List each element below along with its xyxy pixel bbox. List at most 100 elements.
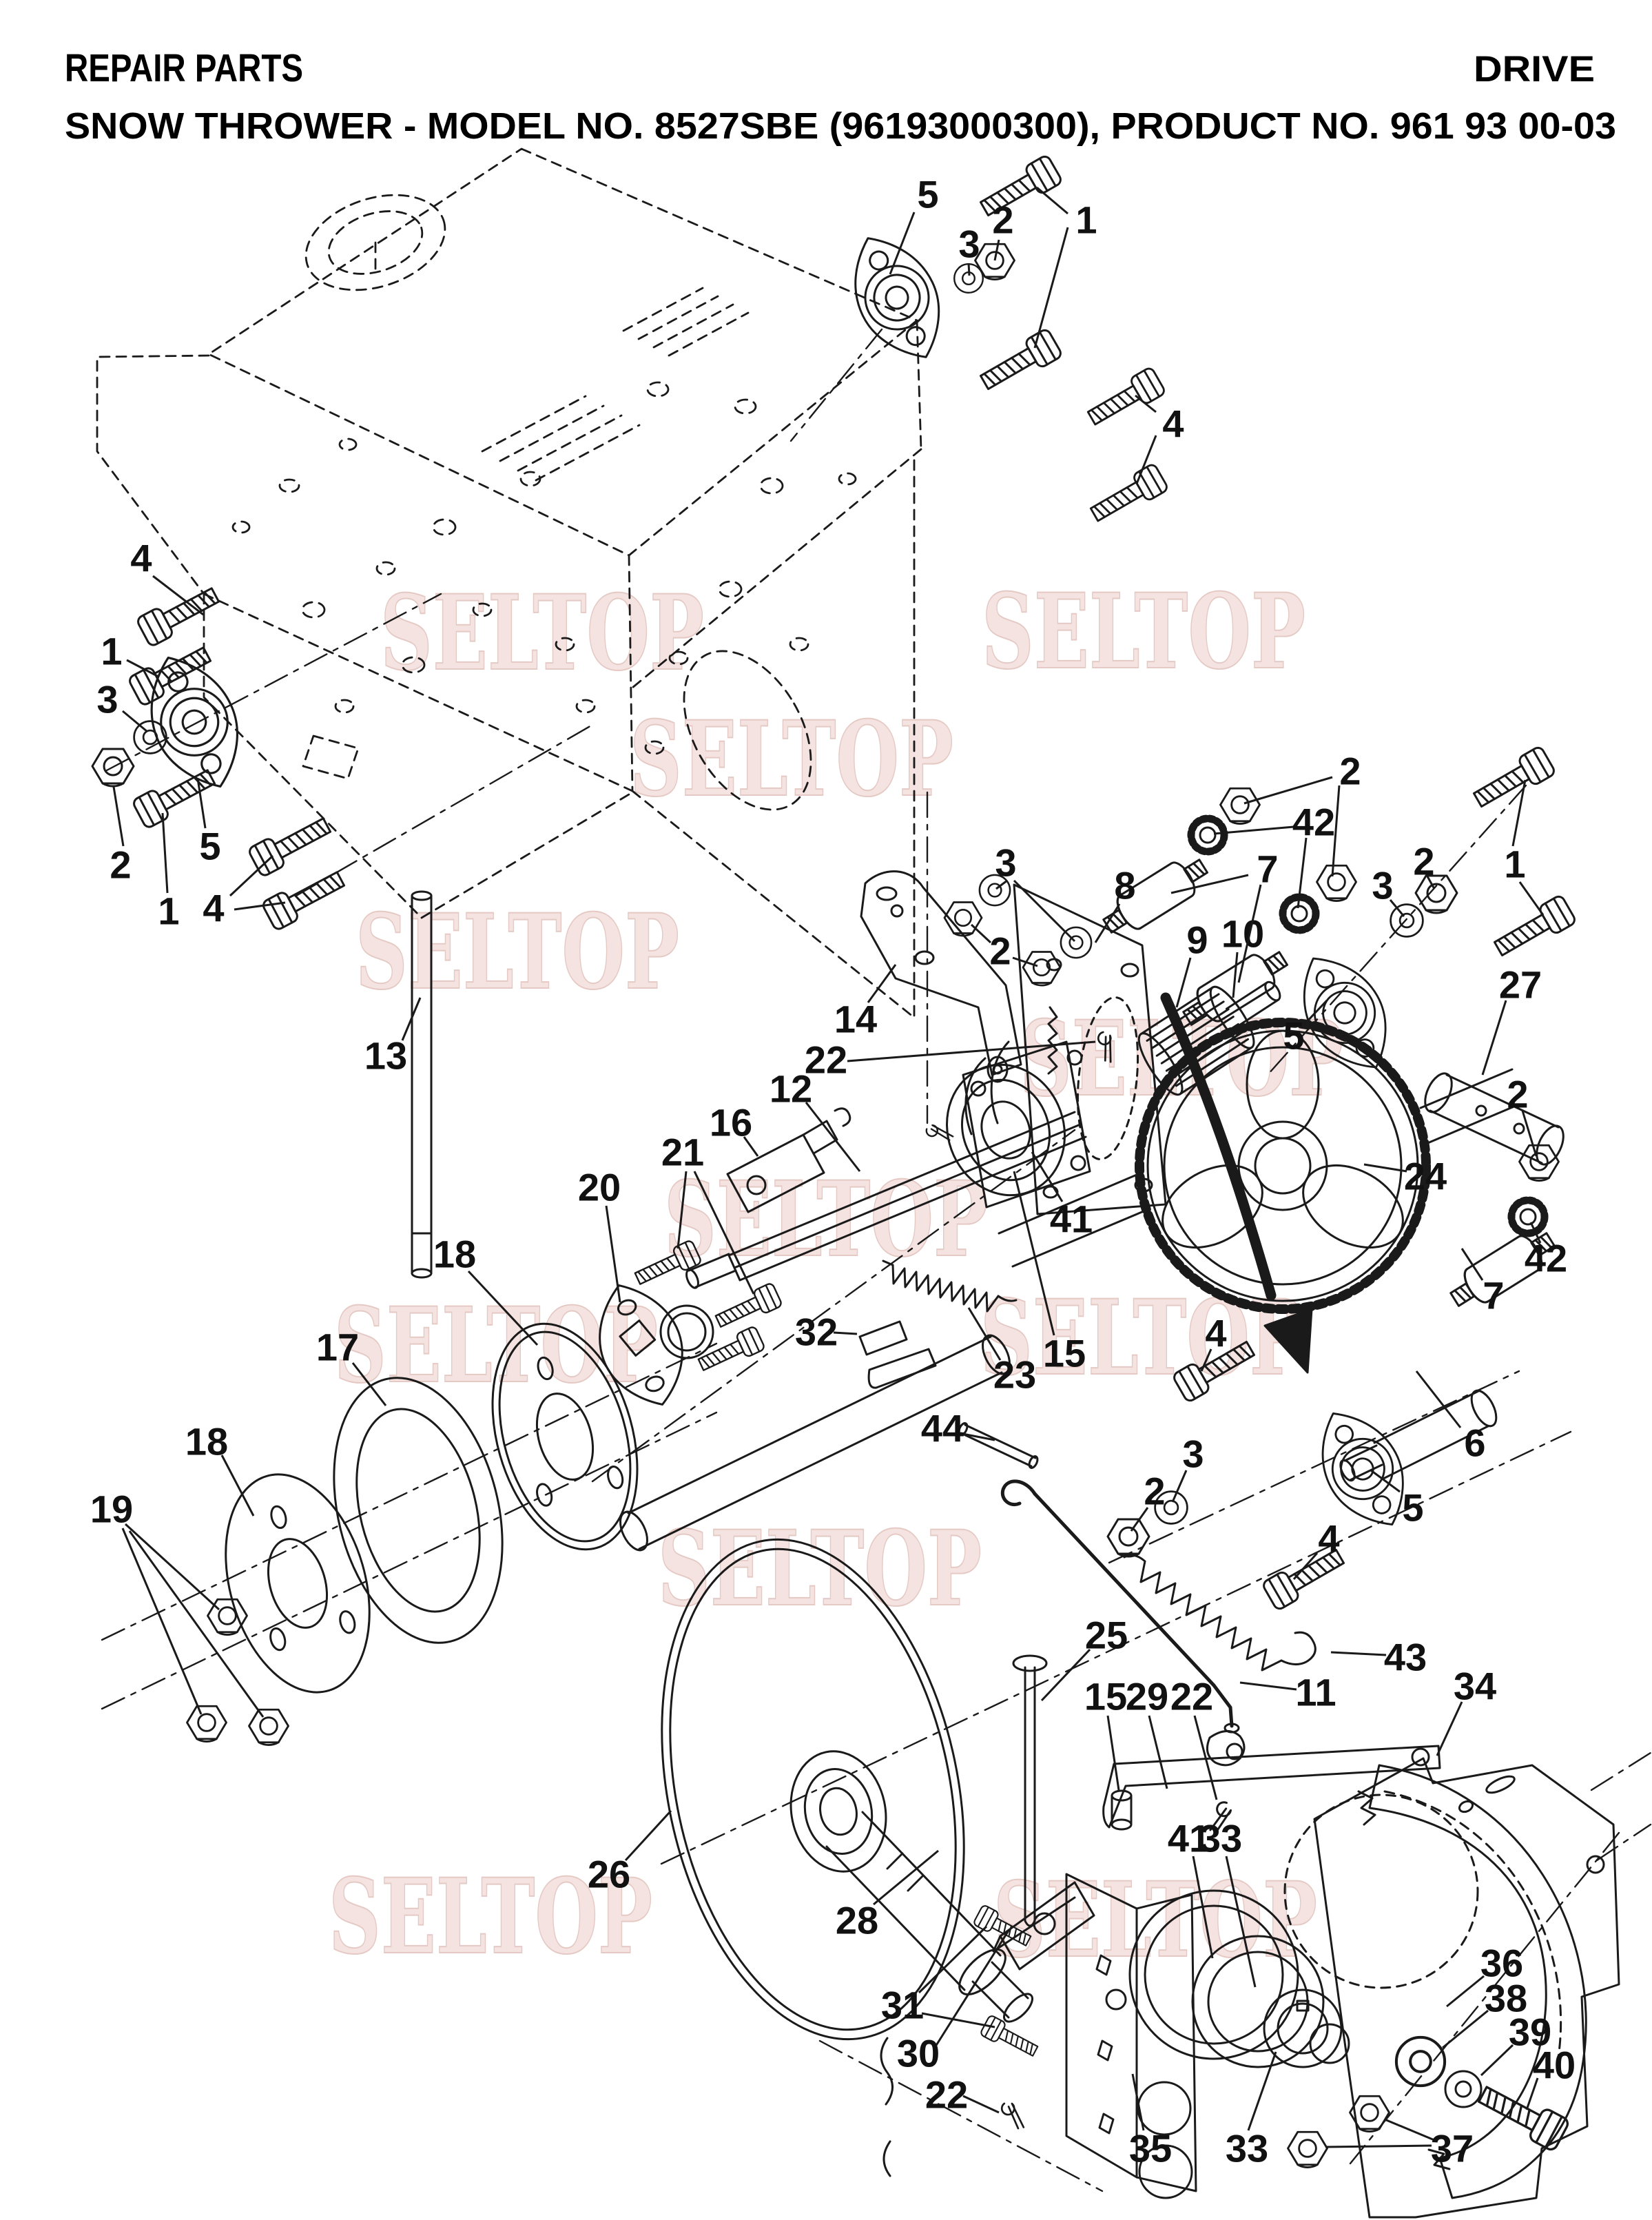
leader-line	[967, 1307, 1002, 1361]
leader-line	[847, 1040, 1096, 1062]
callout-18: 18	[185, 1420, 228, 1463]
leader-line	[1213, 825, 1294, 835]
watermark-text: SELTOP	[658, 1508, 982, 1630]
callout-4: 4	[203, 887, 224, 930]
leader-line	[962, 2095, 1000, 2114]
page-title: REPAIR PARTS	[65, 46, 303, 90]
callout-3: 3	[96, 678, 118, 721]
callout-41: 41	[1050, 1198, 1093, 1241]
watermark-text: SELTOP	[993, 1860, 1317, 1981]
callout-44: 44	[921, 1407, 964, 1450]
leader-line	[1106, 1715, 1120, 1791]
callout-5: 5	[199, 825, 220, 868]
hex-bolt	[260, 863, 349, 932]
leader-line	[1384, 2118, 1435, 2141]
model-line: SNOW THROWER - MODEL NO. 8527SBE (961930…	[65, 105, 1616, 147]
axle-tube	[619, 1334, 1011, 1552]
callout-22: 22	[805, 1038, 847, 1082]
direction-arrow	[1160, 992, 1313, 1374]
nut	[1022, 951, 1062, 987]
washer	[1396, 2037, 1445, 2086]
leader-line	[970, 923, 992, 944]
callout-4: 4	[1205, 1312, 1226, 1355]
leader-line	[1135, 394, 1157, 413]
leader-line	[128, 1530, 265, 1718]
leader-line	[121, 1528, 203, 1715]
callout-10: 10	[1221, 912, 1264, 956]
shift-bar	[1102, 1745, 1441, 1831]
callout-2: 2	[1507, 1073, 1528, 1116]
leader-line	[234, 901, 286, 911]
leader-line	[1370, 1469, 1401, 1493]
washer	[1444, 2070, 1483, 2108]
star-washer	[1191, 819, 1224, 852]
leader-line	[1436, 1701, 1463, 1756]
speed-control-rod	[1000, 1479, 1246, 1767]
leader-line	[743, 1136, 759, 1157]
leader-line	[889, 212, 916, 275]
leader-line	[1529, 1222, 1542, 1244]
leader-line	[196, 778, 207, 829]
callout-26: 26	[588, 1853, 630, 1896]
leader-line	[112, 786, 125, 847]
callout-20: 20	[578, 1166, 621, 1209]
leader-line	[1094, 903, 1121, 943]
leader-line	[958, 1432, 995, 1441]
leader-line	[1446, 1975, 1485, 2008]
callout-24: 24	[1404, 1155, 1447, 1198]
washer	[1390, 903, 1424, 938]
leader-line	[124, 1523, 220, 1611]
hex-bolt	[1083, 365, 1167, 433]
callout-31: 31	[881, 1984, 924, 2027]
drive-plate	[599, 1238, 784, 1406]
leader-line	[1239, 1681, 1297, 1691]
leader-line	[1175, 957, 1192, 1008]
leader-line	[1389, 899, 1405, 917]
callout-39: 39	[1509, 2011, 1551, 2054]
leader-line	[126, 659, 159, 678]
watermark-text: SELTOP	[334, 1285, 658, 1406]
callout-15: 15	[1043, 1332, 1086, 1375]
callout-2: 2	[992, 198, 1013, 242]
leader-line	[1170, 874, 1249, 894]
leader-line	[1040, 1648, 1091, 1702]
hex-bolt	[134, 579, 224, 648]
leader-line	[1036, 186, 1068, 215]
leader-line	[1330, 1651, 1387, 1656]
leader-line	[873, 1849, 939, 1906]
callout-14: 14	[834, 998, 877, 1041]
leader-line	[1031, 1151, 1064, 1202]
leader-line	[122, 710, 148, 733]
callout-21: 21	[661, 1131, 704, 1174]
hex-bolt	[712, 1281, 784, 1334]
callout-7: 7	[1483, 1274, 1504, 1317]
leader-line	[1518, 881, 1545, 916]
callout-28: 28	[836, 1899, 878, 1942]
clevis-pin	[1012, 1654, 1048, 1927]
hex-bolt	[1468, 744, 1558, 815]
channel-bracket	[1065, 1873, 1197, 2199]
callout-27: 27	[1499, 963, 1542, 1007]
roll-pin	[958, 1422, 1039, 1469]
callout-13: 13	[364, 1034, 407, 1078]
chassis-holes	[231, 381, 857, 811]
leader-line	[867, 964, 897, 1003]
callout-25: 25	[1085, 1614, 1128, 1657]
belt-guard	[1357, 1764, 1587, 2199]
leader-line	[1232, 952, 1239, 998]
callout-5: 5	[1283, 1014, 1304, 1058]
watermark-text: SELTOP	[380, 573, 704, 694]
leader-line	[1521, 1110, 1538, 1157]
callout-22: 22	[925, 2073, 968, 2117]
leader-line	[229, 854, 274, 897]
leader-line	[1292, 1552, 1319, 1581]
nut	[1287, 2130, 1328, 2168]
leader-line	[1135, 435, 1157, 484]
page-header: REPAIR PARTS DRIVE SNOW THROWER - MODEL …	[65, 46, 1616, 147]
callout-41: 41	[1168, 1817, 1210, 1860]
callout-35: 35	[1129, 2127, 1172, 2170]
callout-6: 6	[1464, 1421, 1485, 1465]
